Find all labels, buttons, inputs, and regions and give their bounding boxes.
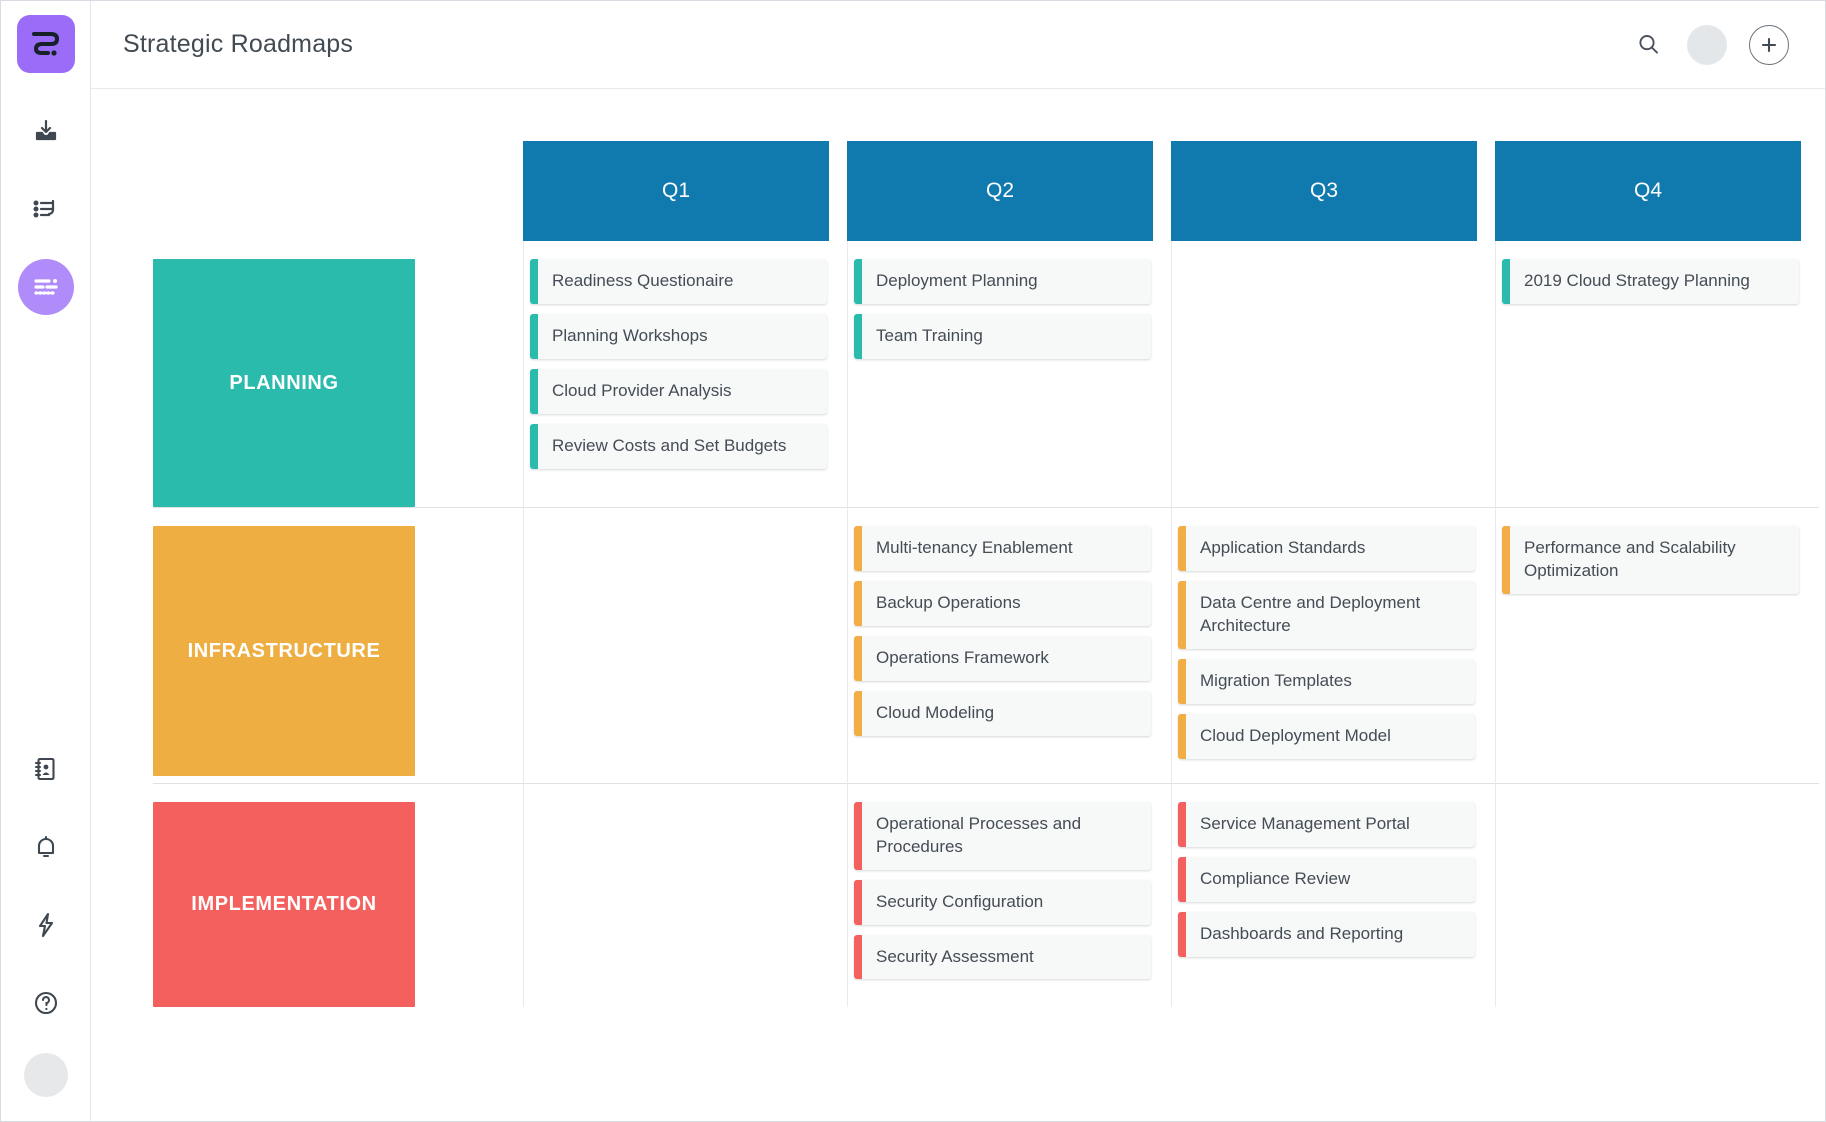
list-undo-icon <box>32 196 59 222</box>
roadmap-card[interactable]: Operations Framework <box>854 635 1151 681</box>
roadmap-card[interactable]: Operational Processes and Procedures <box>854 801 1151 870</box>
profile-avatar[interactable] <box>23 1053 68 1097</box>
sidebar-item-contacts[interactable] <box>18 741 74 797</box>
row-label-cell: PLANNING <box>153 241 523 507</box>
left-nav-rail <box>1 1 91 1121</box>
bell-icon <box>34 834 58 860</box>
app-logo[interactable] <box>16 15 75 73</box>
roadmap-card[interactable]: Dashboards and Reporting <box>1178 911 1475 957</box>
sidebar-item-tasks[interactable] <box>18 181 74 237</box>
inbox-download-icon <box>33 118 59 144</box>
search-icon <box>1637 33 1660 56</box>
row-label-cell: INFRASTRUCTURE <box>153 507 523 783</box>
row-label-cell: IMPLEMENTATION <box>153 782 523 1007</box>
roadmap-card[interactable]: Readiness Questionaire <box>530 259 827 304</box>
sidebar-item-notifications[interactable] <box>18 819 74 875</box>
quarter-header-q4[interactable]: Q4 <box>1495 141 1801 241</box>
search-button[interactable] <box>1631 28 1665 62</box>
cell-q3-planning <box>1171 241 1495 507</box>
roadmap-card[interactable]: Migration Templates <box>1178 658 1475 704</box>
category-block-planning[interactable]: PLANNING <box>153 259 415 507</box>
sidebar-item-automation[interactable] <box>18 897 74 953</box>
cell-q4-infrastructure: Performance and Scalability Optimization <box>1495 507 1819 783</box>
top-bar: Strategic Roadmaps <box>91 1 1825 89</box>
quarter-header-q1[interactable]: Q1 <box>523 141 829 241</box>
roadmap-card[interactable]: Review Costs and Set Budgets <box>530 423 827 469</box>
contacts-icon <box>33 756 58 782</box>
plus-icon <box>1761 37 1777 52</box>
roadmap-card[interactable]: Backup Operations <box>854 580 1151 626</box>
user-avatar[interactable] <box>1687 24 1727 65</box>
cell-q4-planning: 2019 Cloud Strategy Planning <box>1495 241 1819 507</box>
sidebar-item-help[interactable] <box>18 975 74 1031</box>
roadmap-card[interactable]: Cloud Modeling <box>854 690 1151 736</box>
roadmap-card[interactable]: Security Configuration <box>854 879 1151 925</box>
category-block-implementation[interactable]: IMPLEMENTATION <box>153 801 415 1007</box>
sidebar-item-roadmaps[interactable] <box>17 259 74 315</box>
quarter-header-q3[interactable]: Q3 <box>1171 141 1477 241</box>
roadmap-card[interactable]: Data Centre and Deployment Architecture <box>1178 580 1475 649</box>
category-block-infrastructure[interactable]: INFRASTRUCTURE <box>153 526 415 776</box>
roadmap-card[interactable]: Multi-tenancy Enablement <box>854 526 1151 571</box>
roadmap-card[interactable]: 2019 Cloud Strategy Planning <box>1502 259 1799 304</box>
roadmap-card[interactable]: Deployment Planning <box>854 259 1151 304</box>
top-bar-actions <box>1631 24 1789 65</box>
roadmap-card[interactable]: Cloud Provider Analysis <box>530 368 827 414</box>
roadmap-card[interactable]: Cloud Deployment Model <box>1178 713 1475 759</box>
quarter-header-q2[interactable]: Q2 <box>847 141 1153 241</box>
roadmap-card[interactable]: Team Training <box>854 313 1151 359</box>
cell-q1-implementation <box>523 782 847 1007</box>
help-icon <box>33 990 59 1016</box>
lightning-icon <box>35 912 57 938</box>
logo-glyph <box>31 32 59 56</box>
roadmap-card[interactable]: Service Management Portal <box>1178 801 1475 847</box>
roadmap-card[interactable]: Application Standards <box>1178 526 1475 571</box>
roadmap-card[interactable]: Performance and Scalability Optimization <box>1502 526 1799 594</box>
roadmap-card[interactable]: Security Assessment <box>854 934 1151 980</box>
sidebar-item-inbox[interactable] <box>18 103 74 159</box>
cell-q4-implementation <box>1495 782 1819 1007</box>
grid-corner <box>153 141 523 241</box>
roadmap-card[interactable]: Compliance Review <box>1178 856 1475 902</box>
add-button[interactable] <box>1749 24 1789 65</box>
roadmap-icon <box>32 275 60 299</box>
roadmap-card[interactable]: Planning Workshops <box>530 313 827 359</box>
cell-q1-infrastructure <box>523 507 847 783</box>
page-title: Strategic Roadmaps <box>123 30 354 58</box>
